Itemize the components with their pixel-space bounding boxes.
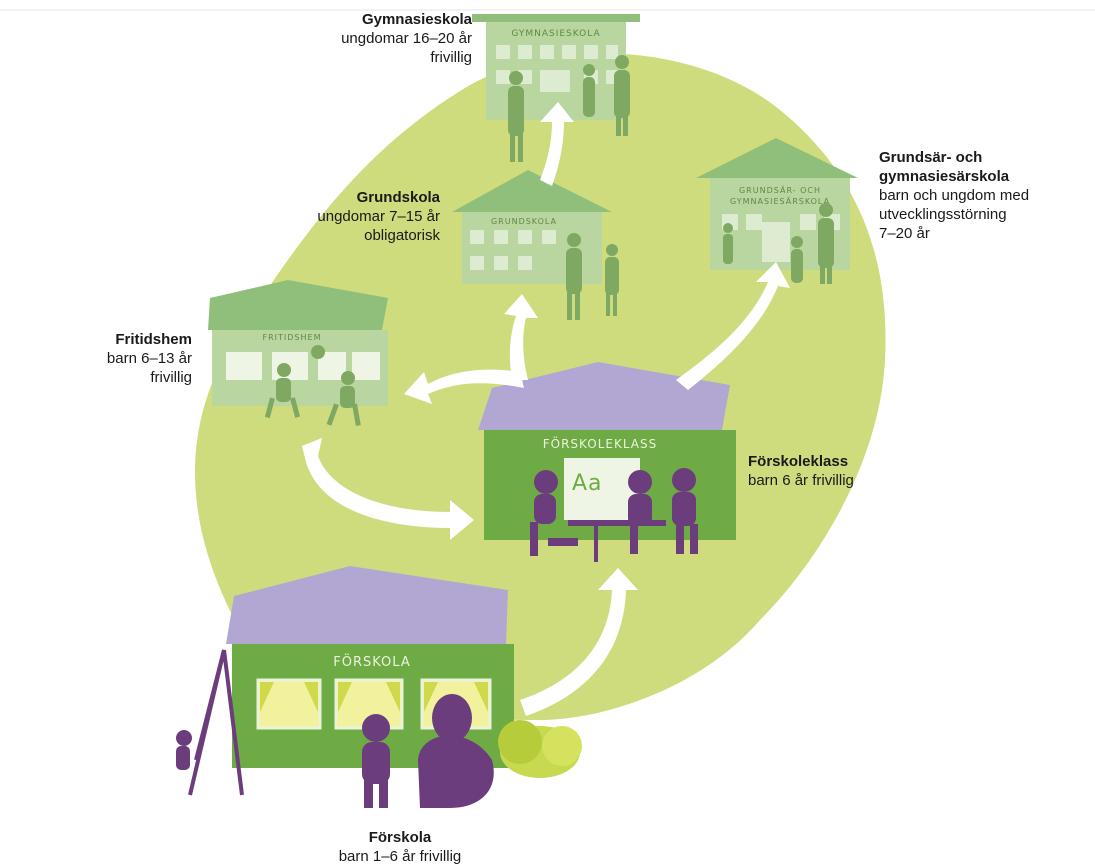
grundsar-title-line2: gymnasiesärskola — [879, 168, 1010, 185]
gymnasieskola-status: frivillig — [430, 49, 472, 66]
blackboard-text: Aa — [572, 471, 603, 496]
gymnasieskola-age: ungdomar 16–20 år — [341, 30, 472, 47]
grundsarskola-building: GRUNDSÄR- OCH GYMNASIESÄRSKOLA — [696, 138, 858, 284]
grundsar-sign-line1: GRUNDSÄR- OCH — [739, 185, 821, 195]
fritidshem-age: barn 6–13 år — [106, 350, 192, 367]
forskoleklass-sign: FÖRSKOLEKLASS — [543, 435, 658, 451]
forskola-building: FÖRSKOLA — [176, 566, 582, 808]
forskoleklass-caption: Förskoleklass barn 6 år frivillig — [748, 452, 948, 490]
grundsar-desc-line2: utvecklingsstörning — [879, 206, 1007, 223]
forskola-caption: Förskola barn 1–6 år frivillig — [300, 828, 500, 866]
grundsar-sign-line2: GYMNASIESÄRSKOLA — [730, 196, 830, 206]
playing-children-icon — [264, 363, 361, 427]
arrow-grundskola-to-gymnasieskola — [540, 102, 574, 186]
gymnasieskola-title: Gymnasieskola — [361, 11, 472, 28]
forskoleklass-age: barn 6 år frivillig — [748, 472, 854, 489]
gymnasieskola-caption: Gymnasieskola ungdomar 16–20 år frivilli… — [270, 10, 472, 67]
fritidshem-building: FRITIDSHEM — [208, 280, 388, 427]
teacher-student-icon — [566, 233, 619, 320]
forskola-title: Förskola — [368, 829, 432, 846]
ball-icon — [311, 345, 325, 359]
arrow-forskoleklass-fritidshem — [302, 438, 474, 540]
forskoleklass-building: FÖRSKOLEKLASS Aa — [478, 362, 736, 562]
grundskola-status: obligatorisk — [364, 227, 440, 244]
grundskola-age: ungdomar 7–15 år — [317, 208, 440, 225]
grundsar-caption: Grundsär- och gymnasiesärskola barn och … — [879, 148, 1089, 243]
forskola-age: barn 1–6 år frivillig — [338, 848, 462, 865]
grundskola-title: Grundskola — [356, 189, 440, 206]
family-icon — [723, 203, 834, 284]
curtains — [260, 682, 488, 712]
flow-arrows — [302, 102, 790, 716]
arrow-forskola-to-forskoleklass — [520, 568, 638, 716]
arrow-forskoleklass-to-grundsar — [676, 262, 790, 390]
students-icon — [508, 55, 630, 162]
class-children-icon — [530, 468, 698, 562]
fritidshem-title: Fritidshem — [115, 331, 192, 348]
fritidshem-sign: FRITIDSHEM — [263, 333, 322, 342]
fritidshem-caption: Fritidshem barn 6–13 år frivillig — [40, 330, 192, 387]
fritidshem-status: frivillig — [150, 369, 192, 386]
grundskola-caption: Grundskola ungdomar 7–15 år obligatorisk — [240, 188, 440, 245]
grundsar-age: 7–20 år — [879, 225, 930, 242]
forskoleklass-title: Förskoleklass — [748, 453, 849, 470]
grundsar-desc-line1: barn och ungdom med — [879, 187, 1030, 204]
grundsar-title-line1: Grundsär- och — [879, 149, 983, 166]
blackboard — [564, 458, 640, 520]
arrow-forskoleklass-to-grundskola — [504, 294, 538, 380]
grundskola-sign: GRUNDSKOLA — [491, 217, 557, 226]
bush-icon — [498, 720, 582, 778]
gymnasieskola-building: GYMNASIESKOLA — [472, 14, 640, 162]
adult-child-icon — [176, 694, 494, 808]
arrow-forskoleklass-to-fritidshem — [404, 369, 524, 404]
forskola-sign: FÖRSKOLA — [333, 653, 410, 670]
grundskola-building: GRUNDSKOLA — [452, 170, 619, 320]
gymnasieskola-sign: GYMNASIESKOLA — [511, 29, 600, 39]
swing-icon — [188, 649, 244, 796]
